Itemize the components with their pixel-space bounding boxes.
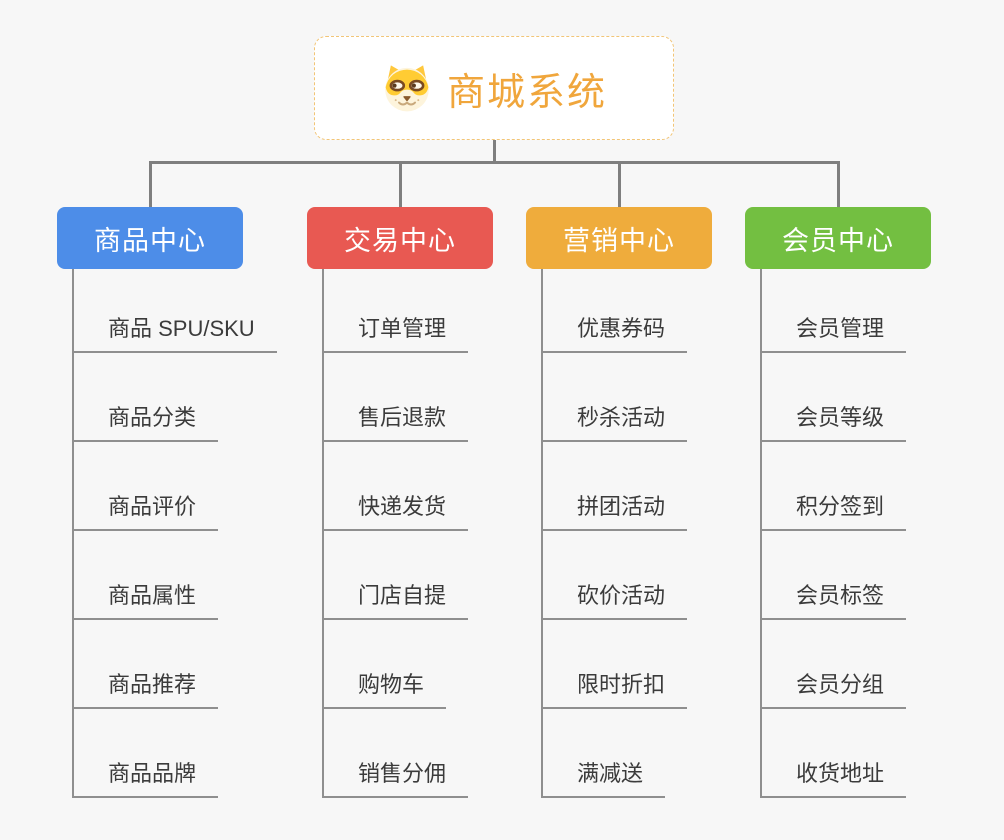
branch-node-product-center[interactable]: 商品中心 [57,207,243,269]
leaf-node[interactable]: 订单管理 [322,311,469,353]
branch-trunk [322,269,324,798]
branch-node-marketing-center[interactable]: 营销中心 [526,207,712,269]
leaf-node[interactable]: 满减送 [541,756,666,798]
branch-trunk [760,269,762,798]
branch-node-trade-center[interactable]: 交易中心 [307,207,493,269]
leaf-node[interactable]: 限时折扣 [541,667,688,709]
leaf-node[interactable]: 砍价活动 [541,578,688,620]
leaf-node[interactable]: 商品推荐 [72,667,219,709]
connector-drop-product [149,161,152,207]
leaf-node[interactable]: 优惠券码 [541,311,688,353]
connector-root-drop [493,140,496,164]
branch-member-center: 会员中心 会员管理 会员等级 积分签到 会员标签 会员分组 收货地址 [745,207,1004,798]
connector-bus [149,161,840,164]
leaf-node[interactable]: 商品 SPU/SKU [72,311,277,353]
leaf-node[interactable]: 会员等级 [760,400,907,442]
leaf-node[interactable]: 积分签到 [760,489,907,531]
leaf-node[interactable]: 门店自提 [322,578,469,620]
shiba-dog-icon [381,63,433,113]
leaf-node[interactable]: 销售分佣 [322,756,469,798]
branch-product-center: 商品中心 商品 SPU/SKU 商品分类 商品评价 商品属性 商品推荐 商品品牌 [57,207,317,798]
leaf-node[interactable]: 售后退款 [322,400,469,442]
connector-drop-trade [399,161,402,207]
connector-drop-member [837,161,840,207]
connector-drop-marketing [618,161,621,207]
leaf-node[interactable]: 商品评价 [72,489,219,531]
leaf-node[interactable]: 商品分类 [72,400,219,442]
branch-marketing-center: 营销中心 优惠券码 秒杀活动 拼团活动 砍价活动 限时折扣 满减送 [526,207,786,798]
leaf-node[interactable]: 会员管理 [760,311,907,353]
leaf-node[interactable]: 商品属性 [72,578,219,620]
leaf-node[interactable]: 快递发货 [322,489,469,531]
leaf-node[interactable]: 商品品牌 [72,756,219,798]
leaf-node[interactable]: 秒杀活动 [541,400,688,442]
leaf-node[interactable]: 会员标签 [760,578,907,620]
leaf-node[interactable]: 拼团活动 [541,489,688,531]
branch-trunk [541,269,543,798]
branch-trade-center: 交易中心 订单管理 售后退款 快递发货 门店自提 购物车 销售分佣 [307,207,567,798]
branch-trunk [72,269,74,798]
leaf-node[interactable]: 购物车 [322,667,447,709]
root-node-mall-system[interactable]: 商城系统 [314,36,674,140]
root-title: 商城系统 [446,71,607,114]
leaf-node[interactable]: 收货地址 [760,756,907,798]
leaf-node[interactable]: 会员分组 [760,667,907,709]
branch-node-member-center[interactable]: 会员中心 [745,207,931,269]
